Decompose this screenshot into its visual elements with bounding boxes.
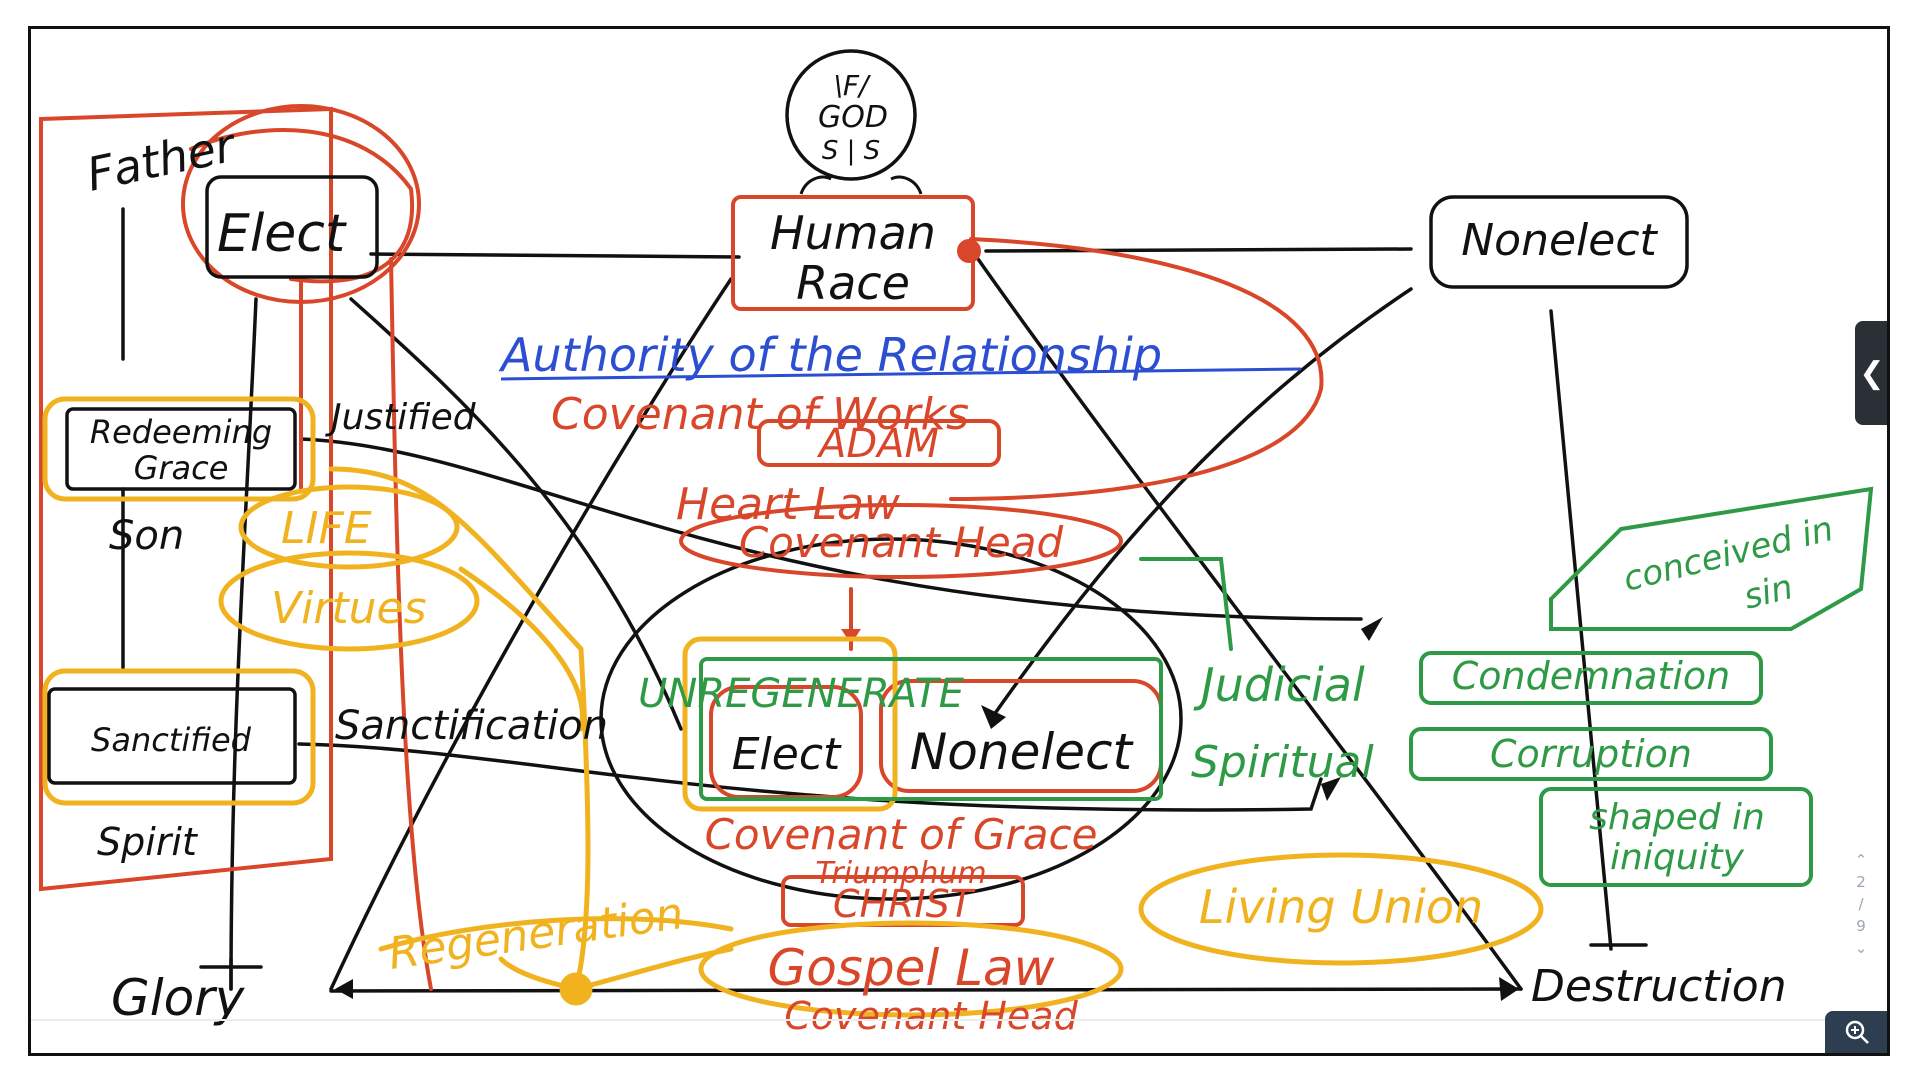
son-label: Son [109, 513, 184, 559]
elect-inner-label: Elect [732, 729, 842, 780]
covenant-of-grace-label: Covenant of Grace [705, 810, 1098, 859]
authority-label: Authority of the Relationship [498, 328, 1162, 382]
living-union-label: Living Union [1199, 880, 1483, 934]
heart-law-label: Heart Law [676, 479, 901, 530]
unregenerate-label: UNREGENERATE [638, 671, 964, 717]
viewer-divider [31, 1019, 1887, 1021]
spiritual-label: Spiritual [1191, 737, 1375, 788]
christ-label: CHRIST [833, 882, 976, 926]
justified-label: Justified [325, 397, 477, 438]
nonelect-label: Nonelect [1461, 215, 1658, 266]
god-label: GOD [818, 100, 888, 135]
sanctified-box-label: Sanctified [91, 721, 252, 759]
condemnation-label: Condemnation [1452, 654, 1731, 698]
grace-label: Grace [134, 449, 229, 487]
god-top-label: \F/ [834, 69, 872, 102]
iniquity-label: iniquity [1610, 837, 1745, 878]
father-label: Father [82, 117, 242, 201]
virtues-label: Virtues [271, 583, 427, 634]
corruption-label: Corruption [1490, 732, 1692, 776]
glory-label: Glory [111, 969, 246, 1027]
chevron-left-icon: ❮ [1859, 355, 1885, 391]
page-up-icon[interactable]: ⌃ [1854, 851, 1868, 869]
yellow-annotations [42, 396, 1544, 1018]
triumph-label: Triumphum [815, 856, 986, 891]
black-boxes [47, 175, 1689, 785]
redeeming-label: Redeeming [90, 413, 272, 451]
arrowheads [335, 617, 1519, 1001]
god-bottom-label: S | S [822, 136, 880, 166]
spirit-label: Spirit [97, 820, 199, 864]
gospel-law-label: Gospel Law [767, 939, 1054, 997]
covenant-of-works-label: Covenant of Works [551, 389, 969, 440]
regeneration-label: Regeneration [385, 888, 686, 980]
whiteboard-diagram: \F/ GOD S | S [39, 49, 1874, 1038]
green-annotations [699, 486, 1874, 887]
zoom-button[interactable] [1825, 1011, 1887, 1053]
judicial-label: Judicial [1193, 658, 1365, 712]
collapse-panel-button[interactable]: ❮ [1855, 321, 1887, 425]
page-down-icon[interactable]: ⌄ [1854, 939, 1868, 957]
god-node: \F/ GOD S | S [785, 49, 923, 195]
authority-underline [500, 367, 1302, 381]
page-current: 2 [1856, 873, 1866, 891]
adam-label: ADAM [816, 421, 939, 467]
human-race-label-2: Race [796, 256, 910, 310]
human-race-label-1: Human [770, 206, 936, 260]
life-label: LIFE [281, 503, 372, 554]
black-structure-lines [121, 207, 1648, 993]
whiteboard-frame: \F/ GOD S | S [28, 26, 1890, 1056]
zoom-in-icon [1845, 1020, 1869, 1044]
sin-label: sin [1740, 567, 1797, 618]
sanctification-label: Sanctification [335, 703, 608, 749]
page-indicator: ⌃ 2 / 9 ⌄ [1849, 849, 1873, 959]
destruction-label: Destruction [1531, 961, 1787, 1012]
elect-label: Elect [217, 204, 347, 264]
page-total: 9 [1856, 917, 1866, 935]
nonelect-inner-label: Nonelect [910, 723, 1135, 781]
covenant-head-label: Covenant Head [739, 518, 1064, 567]
shaped-label: shaped in [1589, 797, 1765, 838]
page-separator: / [1858, 895, 1864, 913]
covenant-head-2-label: Covenant Head [784, 994, 1078, 1038]
